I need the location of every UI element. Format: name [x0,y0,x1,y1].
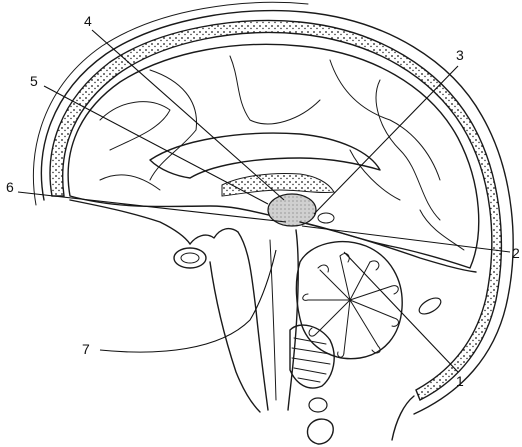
pituitary-stalk [190,229,238,244]
medulla [290,325,334,388]
medulla-stripes [292,338,330,382]
arbor-vitae [308,256,394,352]
label-3: 3 [456,47,464,63]
occipital-sinus [417,295,444,317]
leader-1 [344,252,458,372]
folia [303,254,399,358]
brainstem [210,230,298,412]
pituitary-region [70,200,238,268]
vertebrae [307,396,414,444]
label-5: 5 [30,73,38,89]
leader-6 [18,192,286,222]
brainstem-front [238,232,268,410]
vertebra-2 [307,419,333,444]
label-1: 1 [456,373,464,389]
pituitary-gland [174,248,206,268]
pineal-body [318,213,334,223]
sulcus-1 [100,102,170,150]
neck-line [392,396,414,440]
brainstem-back [288,230,298,410]
label-7: 7 [82,341,90,357]
label-6: 6 [6,179,14,195]
label-2: 2 [512,245,520,261]
label-4: 4 [84,13,92,29]
sulcus-8 [350,150,400,200]
lateral-ventricle [222,173,334,196]
vertebra-1 [309,398,327,412]
sulcus-3 [230,56,320,124]
corpus-callosum [150,133,380,178]
medulla-outline [290,325,334,388]
